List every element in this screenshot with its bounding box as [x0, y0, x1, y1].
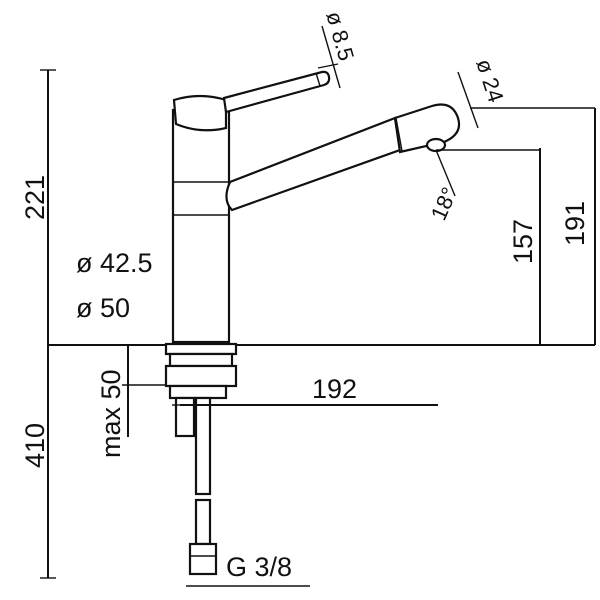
lever-grip-line	[315, 72, 321, 87]
spout-dia-dim	[457, 71, 479, 129]
height-below-label: 410	[20, 423, 50, 468]
spout	[225, 116, 402, 212]
base-flange	[164, 342, 238, 356]
lever-dia-tick	[317, 63, 339, 69]
lever-dia-label: ø 8.5	[321, 8, 359, 63]
pipe-connector	[188, 542, 218, 576]
reach-label: 192	[312, 374, 357, 404]
supply-pipe-lower	[194, 498, 212, 546]
body-dia-small-label: ø 42.5	[76, 248, 153, 278]
thread-label: G 3/8	[226, 552, 292, 582]
fixing-nut	[164, 364, 238, 388]
height-above-label: 221	[20, 175, 50, 220]
threaded-shank	[174, 396, 196, 438]
angle-dim-line	[435, 149, 456, 197]
spout-joint	[395, 117, 403, 152]
aerator	[425, 137, 447, 153]
supply-pipe	[194, 396, 212, 496]
fixing-washer	[168, 384, 228, 400]
lever-hub	[172, 94, 228, 132]
outlet-height-label: 157	[508, 219, 538, 264]
angle-label: 18°	[426, 183, 462, 224]
faucet-body	[171, 108, 231, 344]
max-deck-label: max 50	[96, 369, 126, 458]
spout-dia-label: ø 24	[471, 56, 508, 106]
lever-dia-dim	[321, 25, 341, 89]
lever-handle	[222, 70, 331, 114]
top-height-label: 191	[560, 201, 590, 246]
fixing-ring	[168, 352, 234, 368]
body-dia-large-label: ø 50	[76, 293, 130, 323]
